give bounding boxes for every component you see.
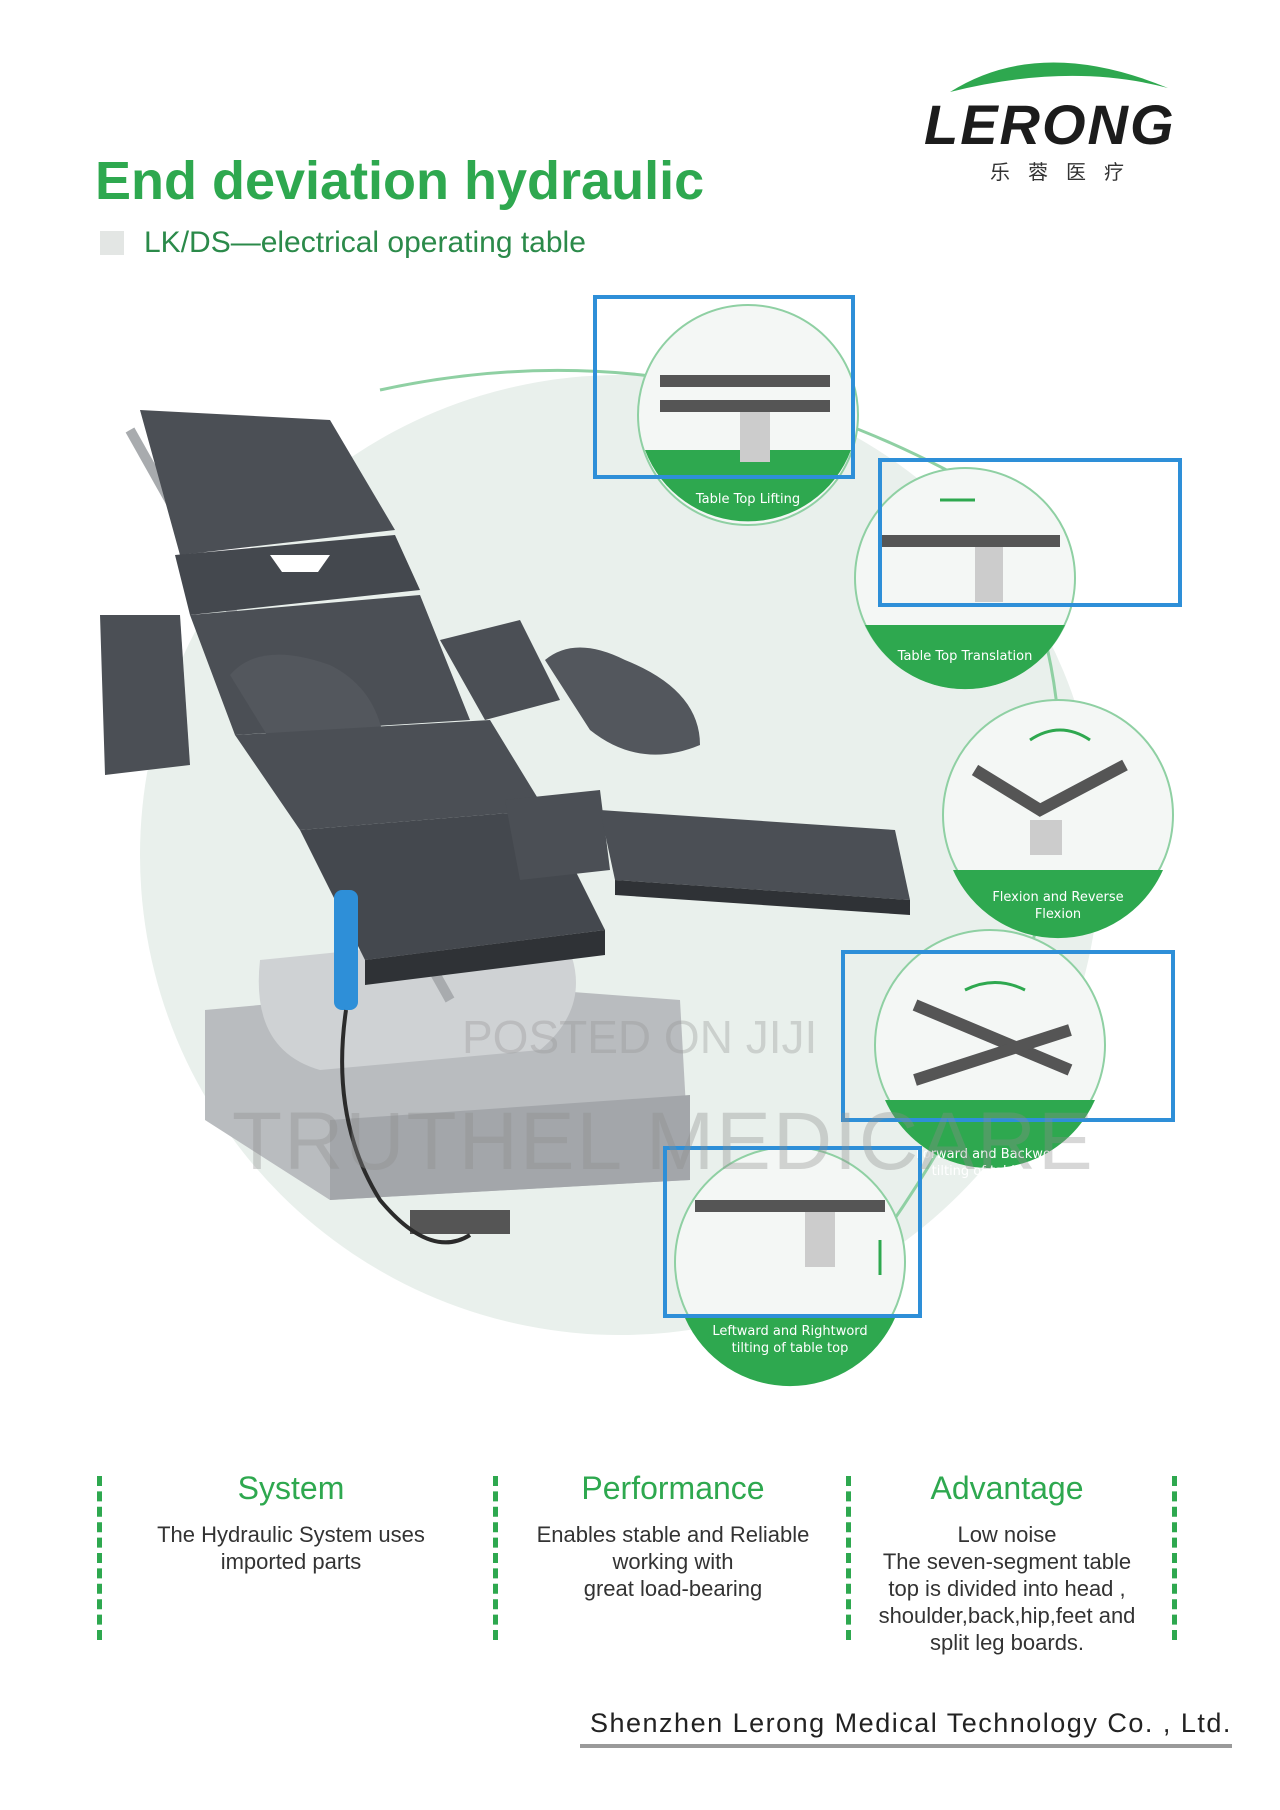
feature-table-top-lifting: Table Top Lifting xyxy=(593,295,859,526)
feature-flexion-reverse: Flexion and Reverse Flexion xyxy=(942,699,1174,939)
column-system: System The Hydraulic System uses importe… xyxy=(126,1470,456,1575)
highlight-box xyxy=(841,950,1175,1122)
highlight-box xyxy=(663,1146,922,1318)
brand-logo: LERONG 乐蓉医疗 xyxy=(920,40,1190,190)
feature-label-line2: tilting of table top xyxy=(932,1164,1049,1179)
feature-label: Leftward and Rightword xyxy=(712,1324,867,1339)
logo-chinese-name: 乐蓉医疗 xyxy=(990,162,1142,184)
watermark-posted-on: POSTED ON JIJI xyxy=(462,1011,818,1063)
logo-wordmark: LERONG xyxy=(924,93,1176,156)
highlight-box xyxy=(878,458,1182,607)
column-title: Performance xyxy=(581,1470,765,1506)
bullet-square-icon xyxy=(100,231,124,255)
column-divider xyxy=(1172,1476,1177,1640)
product-illustration: Table Top Lifting Table Top Translation … xyxy=(100,295,1182,1387)
feature-table-top-translation: Table Top Translation xyxy=(854,458,1182,690)
column-divider xyxy=(493,1476,498,1640)
feature-label: Table Top Translation xyxy=(897,649,1033,664)
column-performance: Performance Enables stable and Reliable … xyxy=(508,1470,838,1602)
page-title: End deviation hydraulic xyxy=(95,151,705,211)
subtitle: LK/DS—electrical operating table xyxy=(144,226,586,259)
company-name: Shenzhen Lerong Medical Technology Co. ,… xyxy=(590,1708,1232,1738)
column-body: Low noise The seven-segment table top is… xyxy=(878,1522,1136,1655)
power-panel xyxy=(410,1210,510,1234)
feature-leftward-rightward-tilting: Leftward and Rightword tilting of table … xyxy=(663,1146,922,1387)
feature-label-line2: Flexion xyxy=(1035,907,1081,922)
highlight-box xyxy=(593,295,855,479)
feature-forward-backward-tilting: Forward and Backword tilting of table to… xyxy=(841,929,1175,1179)
feature-label-line2: tilting of table top xyxy=(732,1341,849,1356)
column-divider xyxy=(97,1476,102,1640)
feature-label: Forward and Backword xyxy=(916,1147,1065,1162)
column-body: Enables stable and Reliable working with… xyxy=(536,1522,810,1601)
feature-label: Table Top Lifting xyxy=(695,492,800,507)
operating-table xyxy=(100,410,910,1245)
column-body: The Hydraulic System uses imported parts xyxy=(157,1522,425,1574)
feature-label: Flexion and Reverse xyxy=(992,890,1123,905)
column-title: System xyxy=(237,1470,345,1506)
column-advantage: Advantage Low noise The seven-segment ta… xyxy=(842,1470,1172,1656)
watermark-seller: TRUTHEL MEDICARE xyxy=(232,1096,1095,1187)
subtitle-row: LK/DS—electrical operating table xyxy=(100,226,586,260)
hand-controller xyxy=(334,890,358,1010)
leaf-arc-icon xyxy=(950,62,1168,92)
footer-underline xyxy=(580,1744,1232,1748)
column-title: Advantage xyxy=(930,1470,1084,1506)
column-divider xyxy=(846,1476,851,1640)
